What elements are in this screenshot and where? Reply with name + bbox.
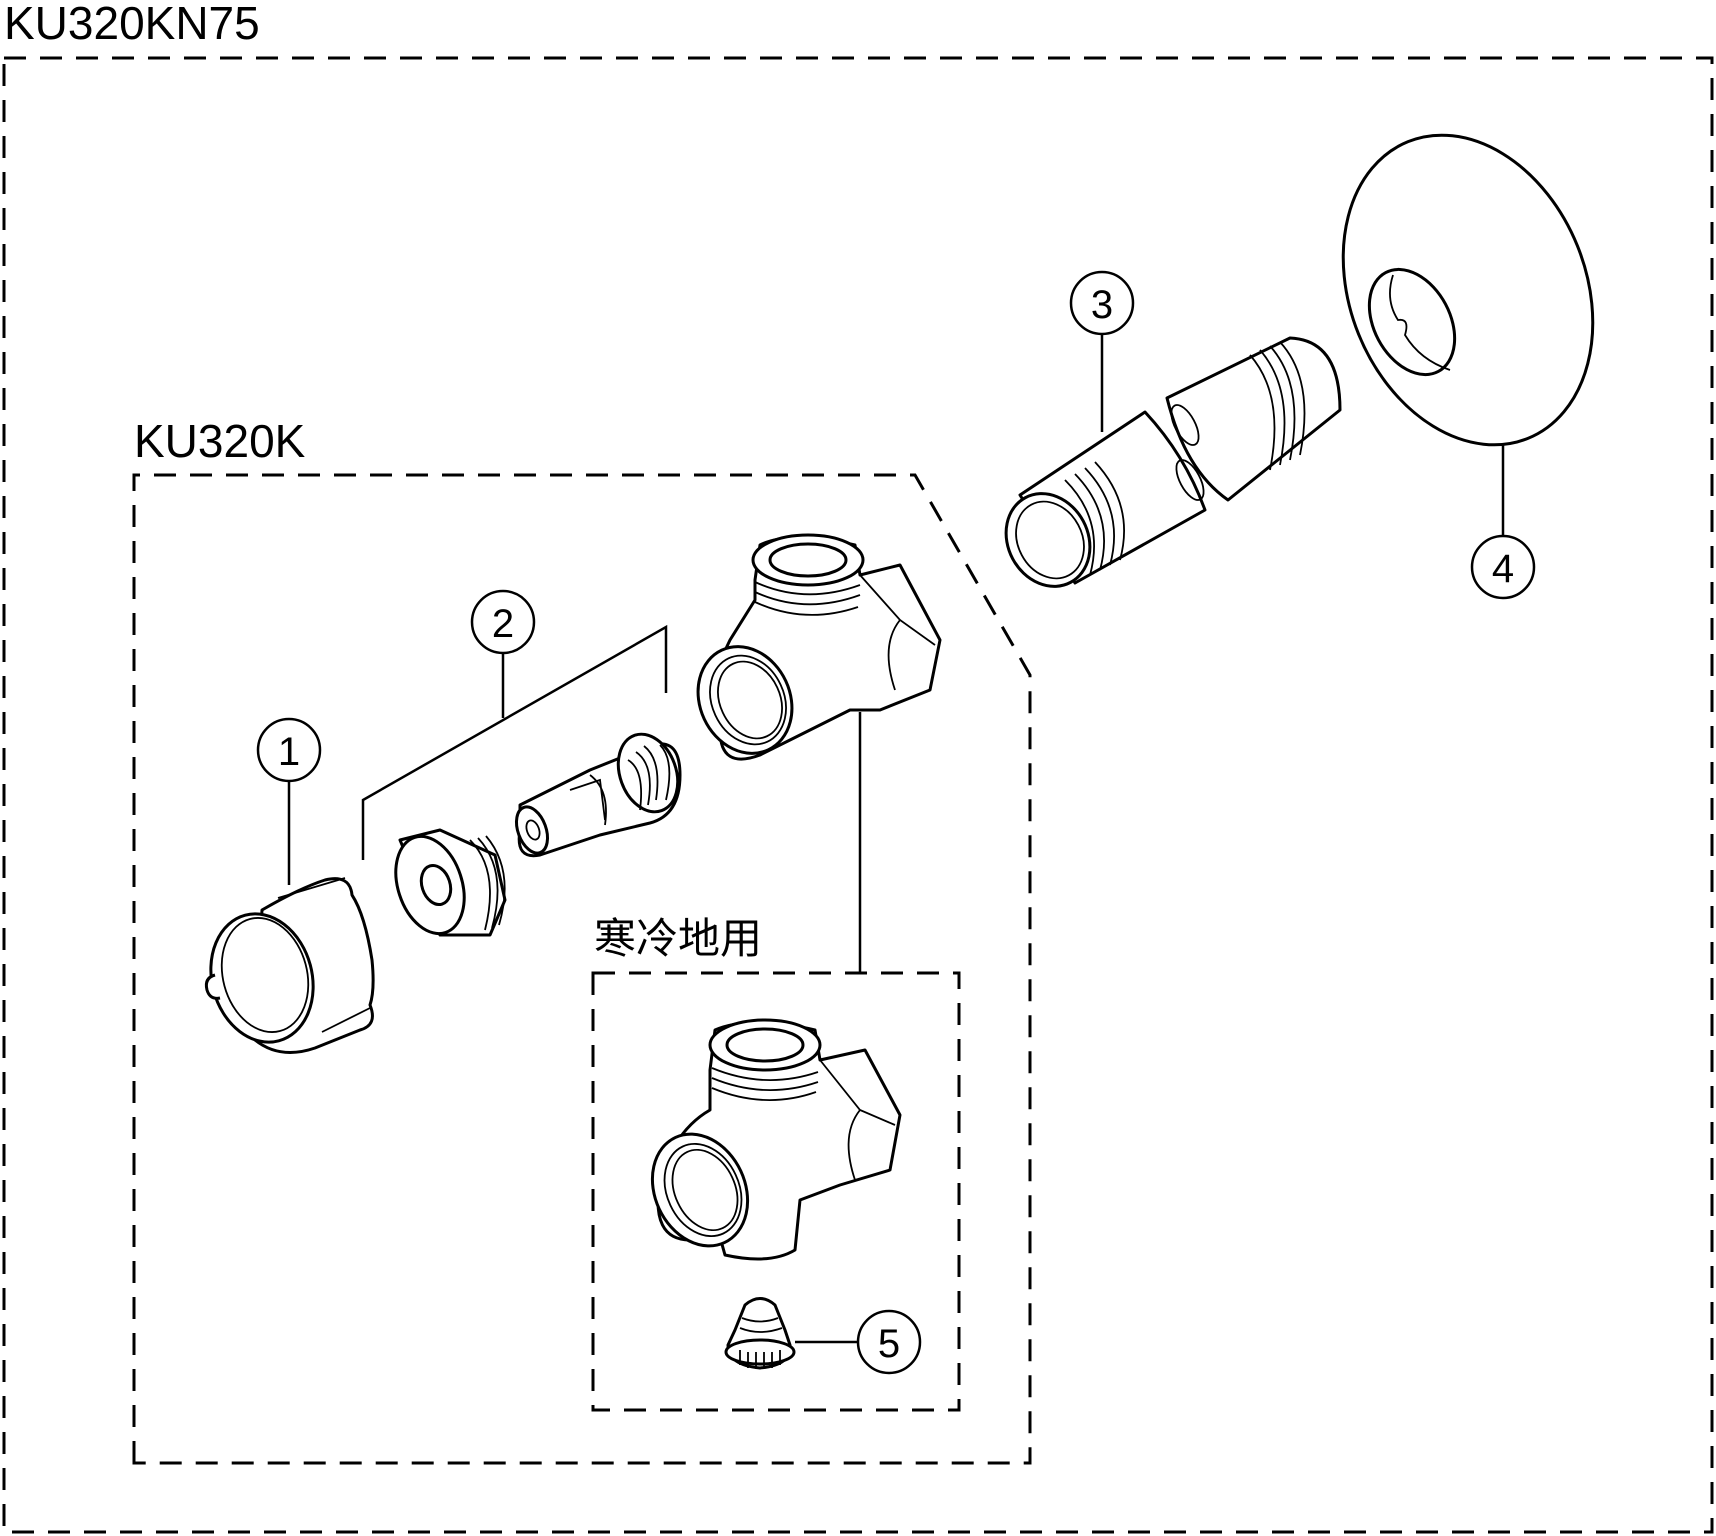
callout-3: 3: [1069, 270, 1135, 336]
callout-4-number: 4: [1492, 547, 1514, 591]
part-4-wall-flange: [1341, 133, 1595, 447]
part-1-handle-cap: [204, 877, 375, 1054]
part-5-drain-plug: [724, 1297, 796, 1370]
callout-2-number: 2: [492, 602, 514, 646]
part-tee-body-cold-region: [650, 1018, 902, 1261]
callout-4: 4: [1470, 534, 1536, 600]
part-3-nipple: [1004, 336, 1342, 588]
leader-2-bracket: [361, 624, 668, 860]
callout-3-number: 3: [1091, 283, 1113, 327]
assembly-title-ku320kn75: KU320KN75: [4, 0, 260, 49]
part-2-gland-nut: [394, 828, 507, 937]
leader-lines: [287, 335, 1505, 1344]
callout-5-number: 5: [878, 1322, 900, 1366]
callout-2: 2: [470, 589, 536, 655]
cold-region-label: 寒冷地用: [594, 914, 763, 963]
part-tee-body: [696, 533, 942, 761]
outer-assembly-box: [2, 56, 1714, 1534]
part-2-spindle: [514, 732, 682, 858]
assembly-title-ku320k: KU320K: [134, 415, 306, 467]
callout-1: 1: [256, 717, 322, 783]
callout-5: 5: [856, 1309, 922, 1375]
cold-region-box: [591, 971, 961, 1412]
callout-1-number: 1: [278, 730, 300, 774]
inner-assembly-box: [132, 473, 1032, 1465]
